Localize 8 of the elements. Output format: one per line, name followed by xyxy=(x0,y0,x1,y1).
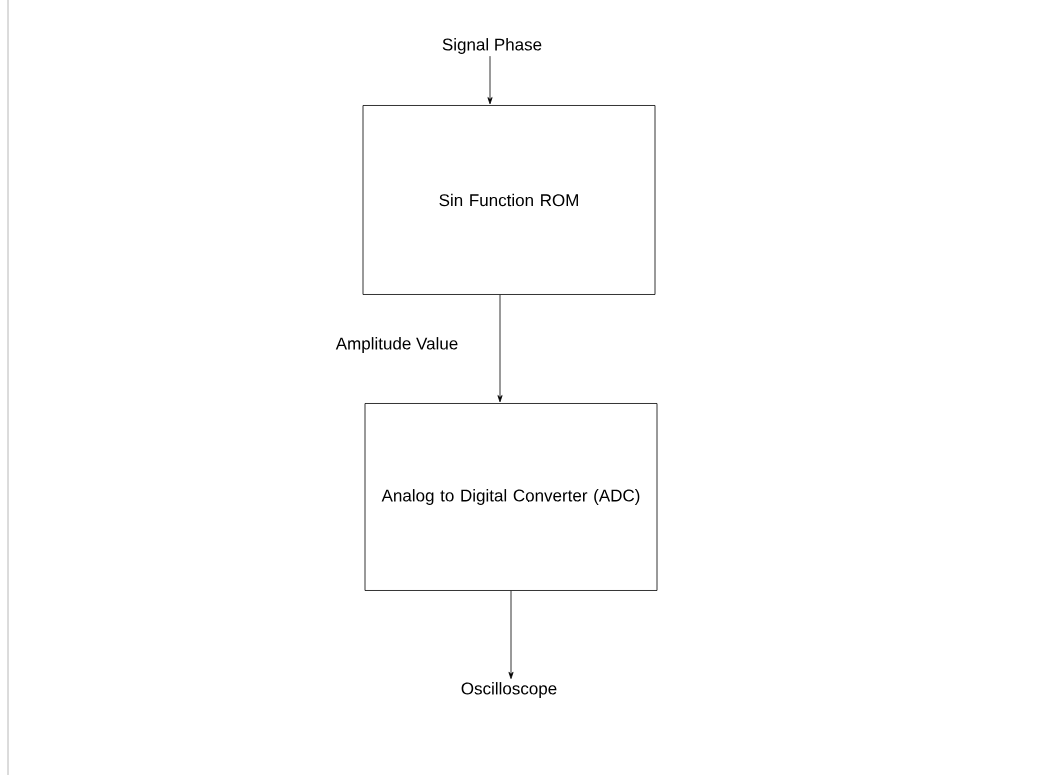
signal-label: Signal Phase xyxy=(442,38,542,54)
arrow xyxy=(508,590,514,679)
arrow xyxy=(497,294,503,403)
process-box: Analog to Digital Converter (ADC) xyxy=(364,403,658,591)
process-box: Sin Function ROM xyxy=(362,105,656,295)
edge-label: Amplitude Value xyxy=(334,336,460,354)
signal-label: Oscilloscope xyxy=(461,682,557,698)
arrow xyxy=(487,55,493,105)
